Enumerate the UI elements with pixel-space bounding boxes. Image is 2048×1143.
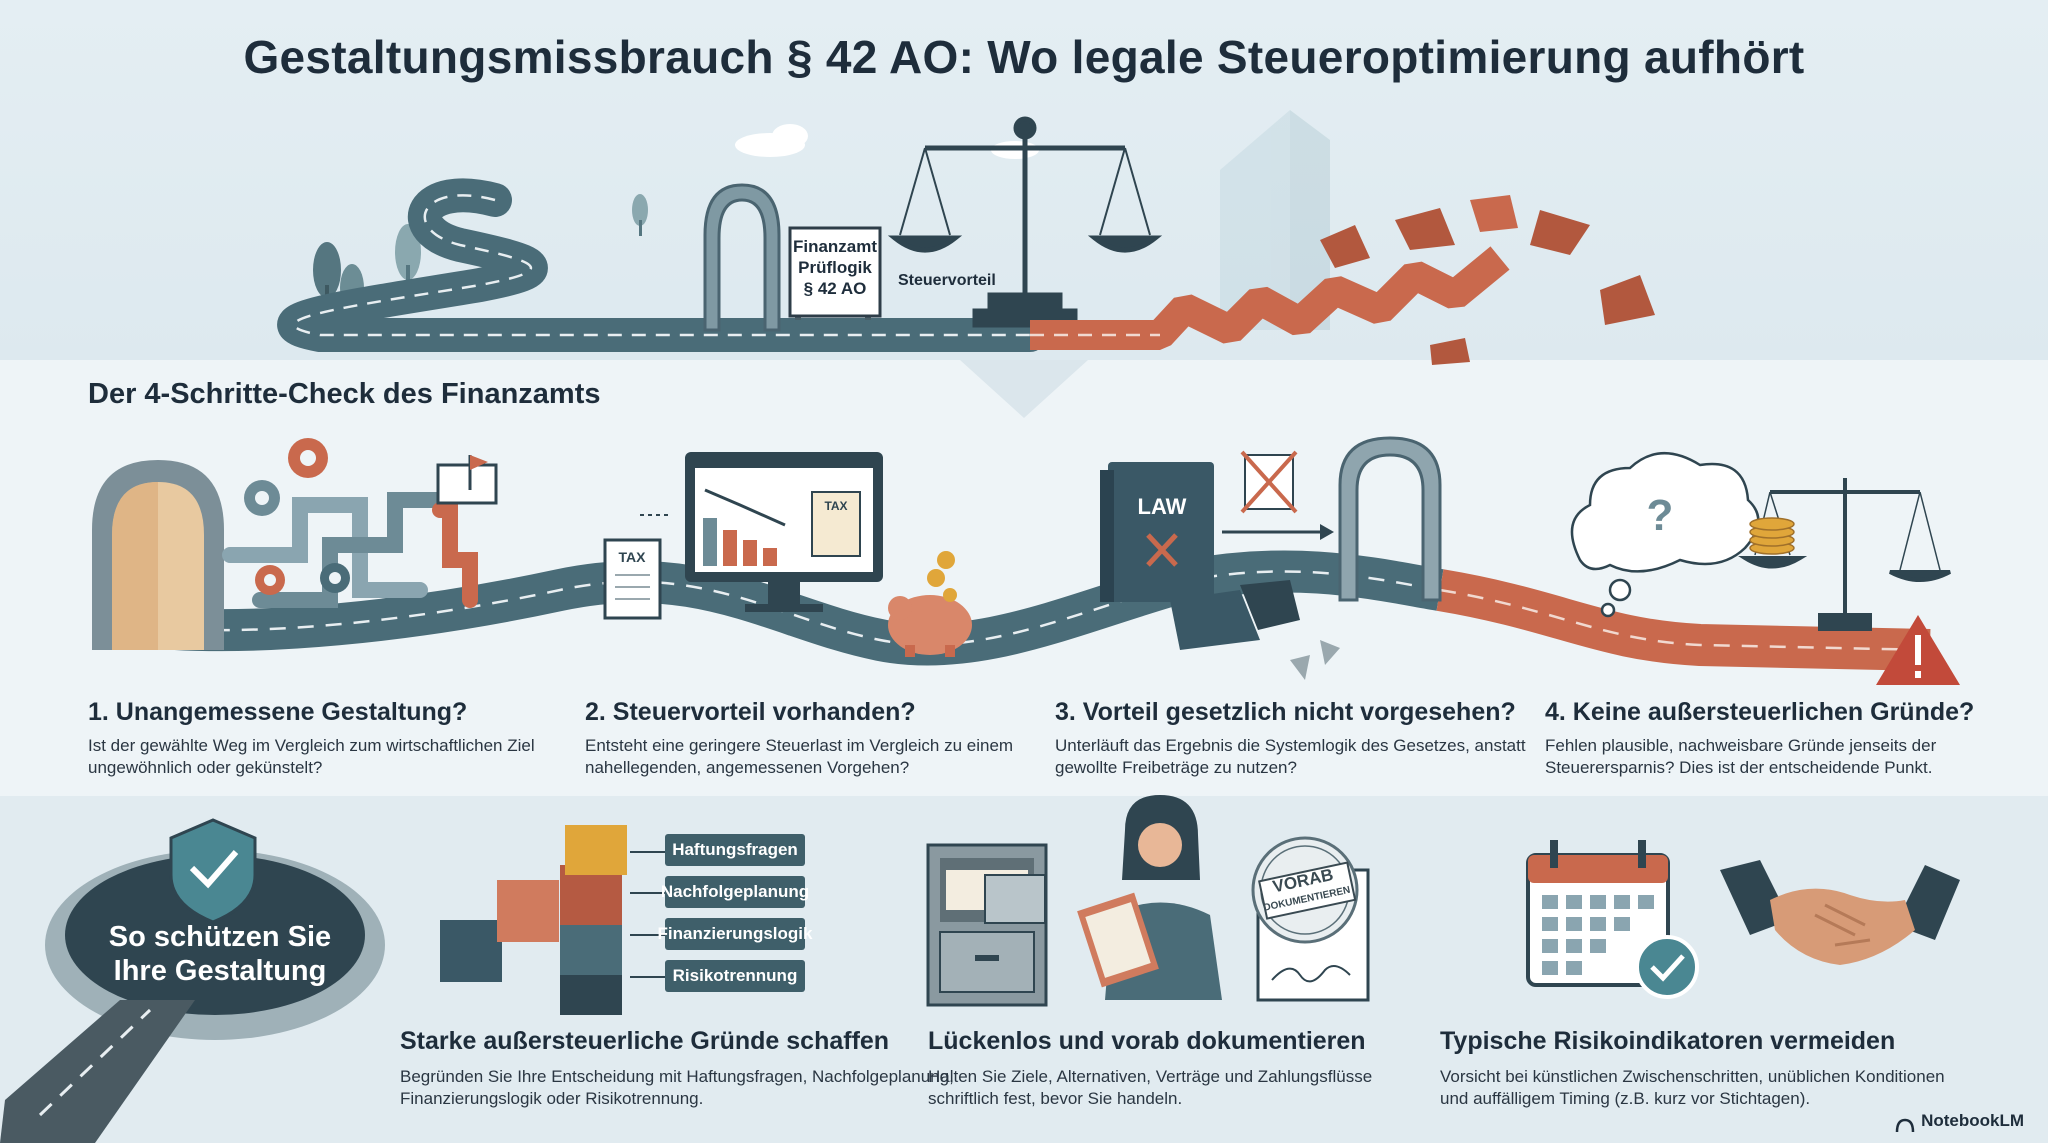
- step-3: 3. Vorteil gesetzlich nicht vorgesehen? …: [1055, 698, 1535, 779]
- svg-text:?: ?: [1647, 491, 1674, 540]
- step-text: Ist der gewählte Weg im Vergleich zum wi…: [88, 736, 535, 777]
- tag-risikotrennung: Risikotrennung: [665, 960, 805, 992]
- finanzamt-sign: Finanzamt Prüflogik § 42 AO: [788, 226, 882, 320]
- gear-icon: [320, 563, 350, 593]
- calendar-check-icon: [1526, 840, 1699, 999]
- protection-heading: So schützen Sie Ihre Gestaltung: [108, 921, 332, 987]
- tax-document-icon: TAX: [603, 538, 662, 620]
- sign-line: § 42 AO: [804, 279, 867, 298]
- tag-haftungsfragen: Haftungsfragen: [665, 834, 805, 866]
- tax-label: TAX: [824, 499, 847, 513]
- broken-book-icon: [1170, 580, 1340, 680]
- tip-text: Begründen Sie Ihre Entscheidung mit Haft…: [400, 1067, 954, 1108]
- step-text: Unterläuft das Ergebnis die Systemlogik …: [1055, 736, 1526, 777]
- gear-icon: [255, 565, 285, 595]
- protection-ring: [0, 850, 385, 1143]
- monitor-chart-icon: TAX: [685, 452, 883, 612]
- step-title: 2. Steuervorteil vorhanden?: [585, 698, 916, 726]
- building-blocks-icon: [440, 825, 665, 1015]
- gear-icon: [244, 480, 280, 516]
- building-outline-icon: [1220, 110, 1330, 330]
- coin-stack-icon: [1749, 517, 1795, 555]
- tax-label: TAX: [619, 549, 647, 565]
- broken-road: [1030, 195, 1655, 365]
- shield-check-icon: [169, 818, 257, 924]
- sign-line: Finanzamt: [793, 237, 877, 256]
- step-text: Fehlen plausible, nachweisbare Gründe je…: [1545, 736, 1937, 777]
- scale-of-justice-icon: [887, 116, 1163, 328]
- step-4: 4. Keine außersteuerlichen Gründe? Fehle…: [1545, 698, 2025, 779]
- tip-text: Halten Sie Ziele, Alternativen, Verträge…: [928, 1067, 1373, 1108]
- arrow-head-icon: [1320, 524, 1334, 540]
- law-book-icon: LAW: [1100, 462, 1214, 602]
- file-cabinet-icon: [926, 843, 1048, 1007]
- thought-bubble-icon: ?: [1570, 452, 1760, 618]
- tip-title: Starke außersteuerliche Gründe schaffen: [400, 1027, 890, 1055]
- crossed-document-icon: [1240, 450, 1298, 514]
- arch-gate-icon: [703, 183, 781, 332]
- tip-risk-indicators: Typische Risikoindikatoren vermeiden Vor…: [1440, 1027, 1960, 1110]
- handshake-icon: [1720, 860, 1960, 965]
- step-2: 2. Steuervorteil vorhanden? Entsteht ein…: [585, 698, 1065, 779]
- arch-gate-icon: [1338, 436, 1442, 602]
- stamped-document-icon: VORAB DOKUMENTIEREN: [1251, 836, 1370, 1002]
- complex-pipes-icon: [222, 492, 478, 608]
- legal-road: [277, 178, 1047, 352]
- cloud-icon: [735, 124, 808, 157]
- step-title: 1. Unangemessene Gestaltung?: [88, 698, 468, 726]
- law-label: LAW: [1138, 494, 1187, 519]
- flag-icon: [436, 455, 498, 505]
- tip-text: Vorsicht bei künstlichen Zwischenschritt…: [1440, 1067, 1945, 1108]
- brand-text: NotebookLM: [1921, 1111, 2024, 1130]
- gear-icon: [288, 438, 328, 478]
- sign-line: Prüflogik: [798, 258, 872, 277]
- page-title: Gestaltungsmissbrauch § 42 AO: Wo legale…: [243, 31, 1805, 83]
- scale-of-justice-icon: [1738, 478, 1951, 631]
- steps-road: [127, 550, 1931, 671]
- tunnel-icon: [92, 460, 224, 650]
- person-with-clipboard-icon: [1077, 795, 1222, 1000]
- notebooklm-logo-icon: [1895, 1118, 1915, 1133]
- tip-documentation: Lückenlos und vorab dokumentieren Halten…: [928, 1027, 1388, 1110]
- step-title: 4. Keine außersteuerlichen Gründe?: [1545, 698, 1975, 726]
- tip-title: Lückenlos und vorab dokumentieren: [928, 1027, 1366, 1055]
- warning-icon: [1876, 615, 1960, 685]
- tag-nachfolgeplanung: Nachfolgeplanung: [661, 876, 809, 908]
- step-title: 3. Vorteil gesetzlich nicht vorgesehen?: [1055, 698, 1516, 726]
- section-title: Der 4-Schritte-Check des Finanzamts: [88, 378, 601, 410]
- steuervorteil-label: Steuervorteil: [898, 272, 996, 289]
- brand-label: NotebookLM: [1921, 1111, 2024, 1131]
- step-1: 1. Unangemessene Gestaltung? Ist der gew…: [88, 698, 568, 779]
- tag-finanzierungslogik: Finanzierungslogik: [658, 918, 812, 950]
- tip-reasons: Starke außersteuerliche Gründe schaffen …: [400, 1027, 960, 1110]
- step-text: Entsteht eine geringere Steuerlast im Ve…: [585, 736, 1014, 777]
- section-pointer: [960, 360, 1088, 418]
- piggy-bank-icon: [888, 551, 972, 657]
- tip-title: Typische Risikoindikatoren vermeiden: [1440, 1027, 1896, 1055]
